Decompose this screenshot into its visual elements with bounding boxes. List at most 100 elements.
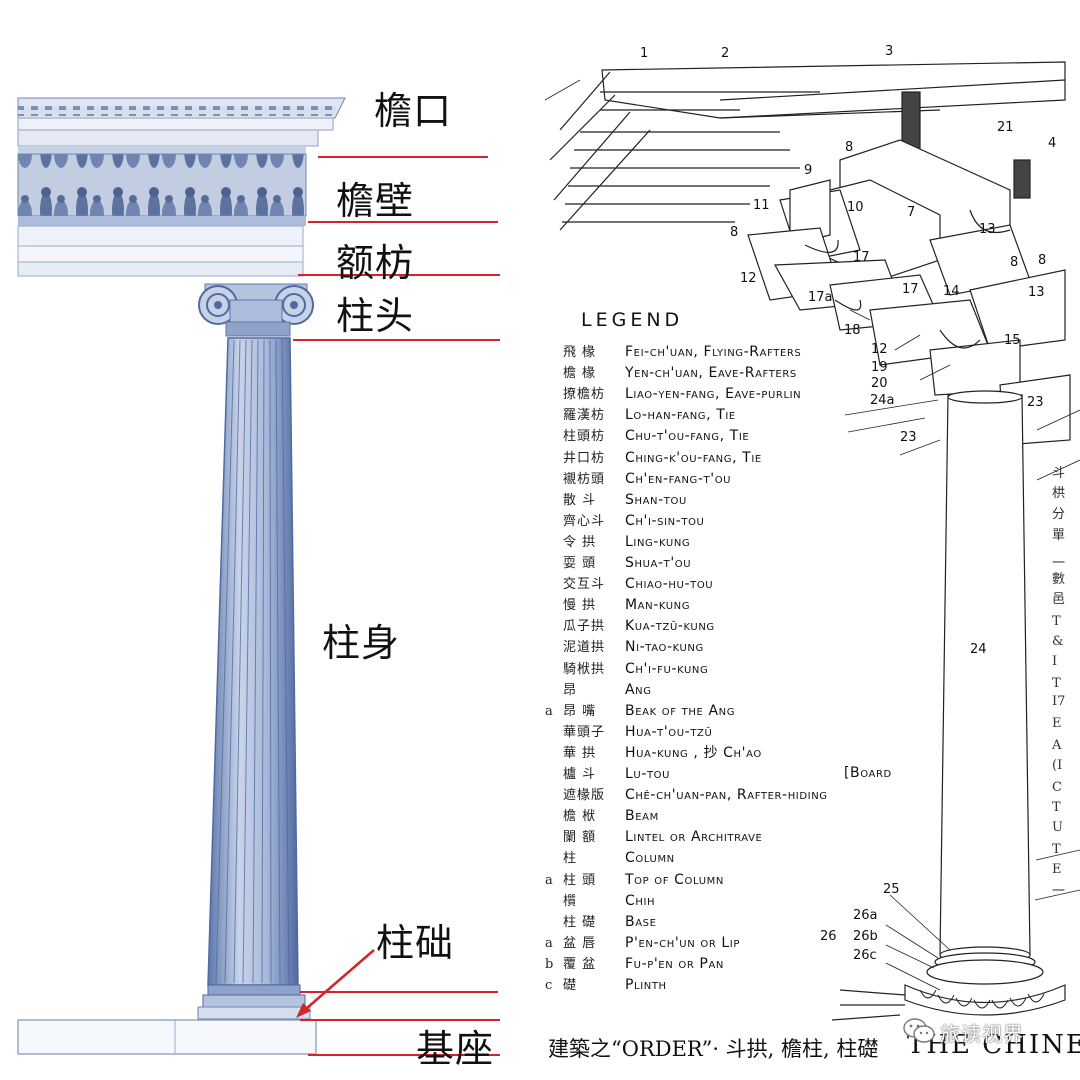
legend-item-romanization: Hua-kung , 抄 Ch'ao (625, 744, 762, 761)
callout-13b: 13 (1028, 285, 1045, 300)
callout-21: 21 (997, 120, 1014, 135)
ionic-column-illustration (17, 97, 375, 1055)
legend-item: 井口枋 Ching-k'ou-fang, Tie (540, 448, 1080, 469)
legend-item-chinese: 飛 椽 (563, 345, 597, 360)
legend-item-chinese: 撩檐枋 (563, 387, 606, 403)
edge-glyph: 分 (1052, 507, 1066, 522)
edge-glyph: T (1052, 800, 1061, 815)
legend-item-prefix: a (545, 872, 553, 888)
legend-item-chinese: 羅漢枋 (563, 408, 606, 424)
legend-item-chinese: 檐 椽 (563, 366, 597, 382)
column-shaft (207, 337, 299, 986)
leader-lines (544, 79, 1080, 991)
callout-13a: 13 (979, 222, 996, 237)
legend-item-chinese: 昂 嘴 (563, 703, 597, 719)
legend-item-romanization: Ching-k'ou-fang, Tie (625, 449, 762, 466)
edge-glyph: I (1052, 654, 1058, 669)
legend-item-prefix: c (545, 978, 553, 993)
callout-26c: 26c (853, 948, 877, 963)
legend-item-romanization: Kua-tzŭ-kung (625, 618, 715, 635)
chinese-column (831, 390, 1066, 1021)
legend-item-romanization: Chu-t'ou-fang, Tie (625, 428, 750, 445)
edge-glyph: C (1052, 780, 1062, 795)
callout-24: 24 (970, 642, 987, 657)
legend-item-chinese: 闌 額 (563, 830, 597, 846)
legend-item: 羅漢枋 Lo-han-fang, Tie (540, 405, 1080, 426)
edge-glyph: A (1052, 738, 1062, 753)
callout-15: 15 (1004, 333, 1021, 348)
legend-item-romanization: Chê-ch'uan-pan, Rafter-hiding (625, 787, 828, 804)
legend-item-romanization: Ni-tao-kung (625, 639, 704, 656)
entablature (17, 97, 346, 277)
callout-18: 18 (844, 323, 861, 338)
callout-4: 4 (1048, 136, 1057, 151)
legend-item-chinese: 井口枋 (563, 450, 606, 466)
callout-25: 25 (883, 882, 900, 897)
callout-20: 20 (871, 376, 888, 391)
legend-item-romanization: Beak of the Ang (625, 702, 736, 719)
leader-line-base (300, 991, 498, 993)
edge-glyph: 單 (1052, 528, 1066, 543)
callout-9: 9 (804, 163, 813, 178)
ionic-order-panel: 檐口 檐壁 额枋 柱头 柱身 柱础 基座 (17, 89, 500, 1071)
column-base (17, 984, 317, 1055)
callout-12b: 12 (871, 342, 888, 357)
label-eaves: 檐口 (374, 89, 453, 133)
legend-item-chinese: 瓜子拱 (563, 619, 606, 635)
edge-glyph: T (1052, 614, 1061, 629)
edge-glyph: I7 (1052, 694, 1066, 709)
callout-3: 3 (885, 44, 894, 59)
callout-17a: 17 (853, 250, 870, 265)
legend-item-romanization: P'en-ch'un or Lip (625, 934, 740, 951)
legend-item-romanization: Beam (625, 808, 659, 825)
watermark: 旅读视界 (940, 1022, 1024, 1046)
edge-glyph: 斗 (1052, 466, 1066, 481)
callout-23a: 23 (1027, 395, 1044, 410)
legend-item-romanization: Column (625, 850, 675, 867)
callout-23b: 23 (900, 430, 917, 445)
legend-item-chinese: 檐 栿 (563, 809, 597, 825)
legend-item-romanization: Fu-p'en or Pan (625, 955, 724, 972)
leader-line-frieze (308, 221, 498, 223)
legend-item-romanization: Yen-ch'uan, Eave-Rafters (625, 365, 797, 382)
legend-item-romanization: Lo-han-fang, Tie (625, 407, 736, 424)
legend-item-romanization: Chih (625, 892, 656, 909)
ionic-capital (198, 283, 314, 337)
edge-glyph: T (1052, 842, 1061, 857)
label-capital: 柱头 (336, 294, 415, 338)
legend-item-romanization: Hua-t'ou-tzŭ (625, 723, 713, 740)
bracket-set (747, 139, 1071, 446)
title-fragment: THE CHINE (907, 1030, 1080, 1060)
legend-item: 闌 額 Lintel or Architrave (540, 827, 1080, 848)
legend-item-romanization: Ch'i-fu-kung (625, 660, 709, 677)
legend-item-chinese: 柱頭枋 (563, 429, 606, 445)
legend-item-romanization: Ch'en-fang-t'ou (625, 470, 732, 487)
legend-item-romanization: Lintel or Architrave (625, 829, 763, 846)
edge-glyph: T (1052, 676, 1061, 691)
legend-title: LEGEND (581, 309, 684, 331)
legend-item-chinese: 櫨 斗 (563, 767, 597, 782)
legend-item-chinese: 令 拱 (563, 534, 597, 550)
wechat-icon (903, 1018, 935, 1043)
legend-item-romanization: Man-kung (625, 597, 691, 614)
callout-26: 26 (820, 929, 837, 944)
edge-glyph: 一 (1052, 556, 1066, 571)
edge-glyph: (I (1052, 758, 1063, 773)
legend-item-prefix: a (545, 935, 553, 951)
legend-item-chinese: 柱 礎 (563, 914, 597, 930)
legend-item-romanization: Top of Column (625, 871, 724, 888)
